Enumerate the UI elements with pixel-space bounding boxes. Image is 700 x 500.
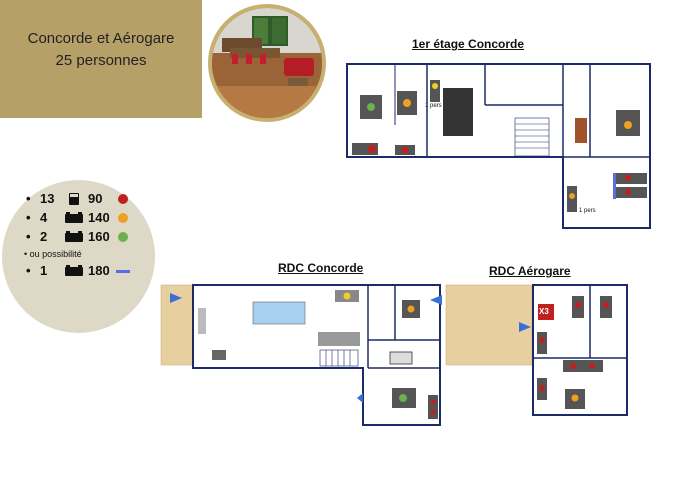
upper-1pers-b: 1 pers <box>579 208 596 214</box>
bed-legend <box>2 180 155 333</box>
upper-beds <box>352 80 647 212</box>
legend-marker-green <box>118 232 128 242</box>
upper-bathtub <box>443 88 473 136</box>
rdc-concorde-walls <box>192 284 441 426</box>
dining-table <box>252 301 306 325</box>
rdc-aerogare-walls <box>532 284 628 416</box>
title-line-2: 25 personnes <box>55 52 147 69</box>
legend-note: • ou possibilité <box>24 249 82 259</box>
single-bed-icon <box>64 192 84 209</box>
upper-1pers-a: 1 pers <box>425 103 442 109</box>
title-line-1: Concorde et Aérogare <box>27 30 175 47</box>
double-bed-icon <box>64 264 84 281</box>
triple-bed-label: X3 <box>539 307 549 316</box>
entry-arrow-icon <box>357 393 363 403</box>
triple-bed-badge <box>538 304 554 320</box>
bathtub <box>389 351 413 365</box>
double-bed-icon <box>64 211 84 228</box>
aerogare-terrace <box>445 284 533 366</box>
title-box: Concorde et Aérogare 25 personnes <box>0 0 202 118</box>
rdc-concorde-label: RDC Concorde <box>278 261 364 275</box>
legend-marker-red <box>118 194 128 204</box>
stove <box>212 350 226 360</box>
upper-table <box>575 118 587 143</box>
upper-stairs <box>514 117 550 157</box>
kitchen-counter <box>198 308 206 334</box>
legend-marker-blue-line <box>116 270 130 273</box>
rdc-aerogare-label: RDC Aérogare <box>489 264 571 278</box>
sofa <box>318 332 360 346</box>
upper-floor-walls <box>346 63 651 229</box>
upper-floor-label: 1er étage Concorde <box>412 37 525 51</box>
legend-marker-orange <box>118 213 128 223</box>
entry-arrow-icon <box>170 293 182 303</box>
entry-arrow-icon <box>519 322 531 332</box>
double-bed-icon <box>64 230 84 247</box>
rdc-stairs <box>319 349 359 367</box>
entry-arrow-icon <box>430 295 442 305</box>
